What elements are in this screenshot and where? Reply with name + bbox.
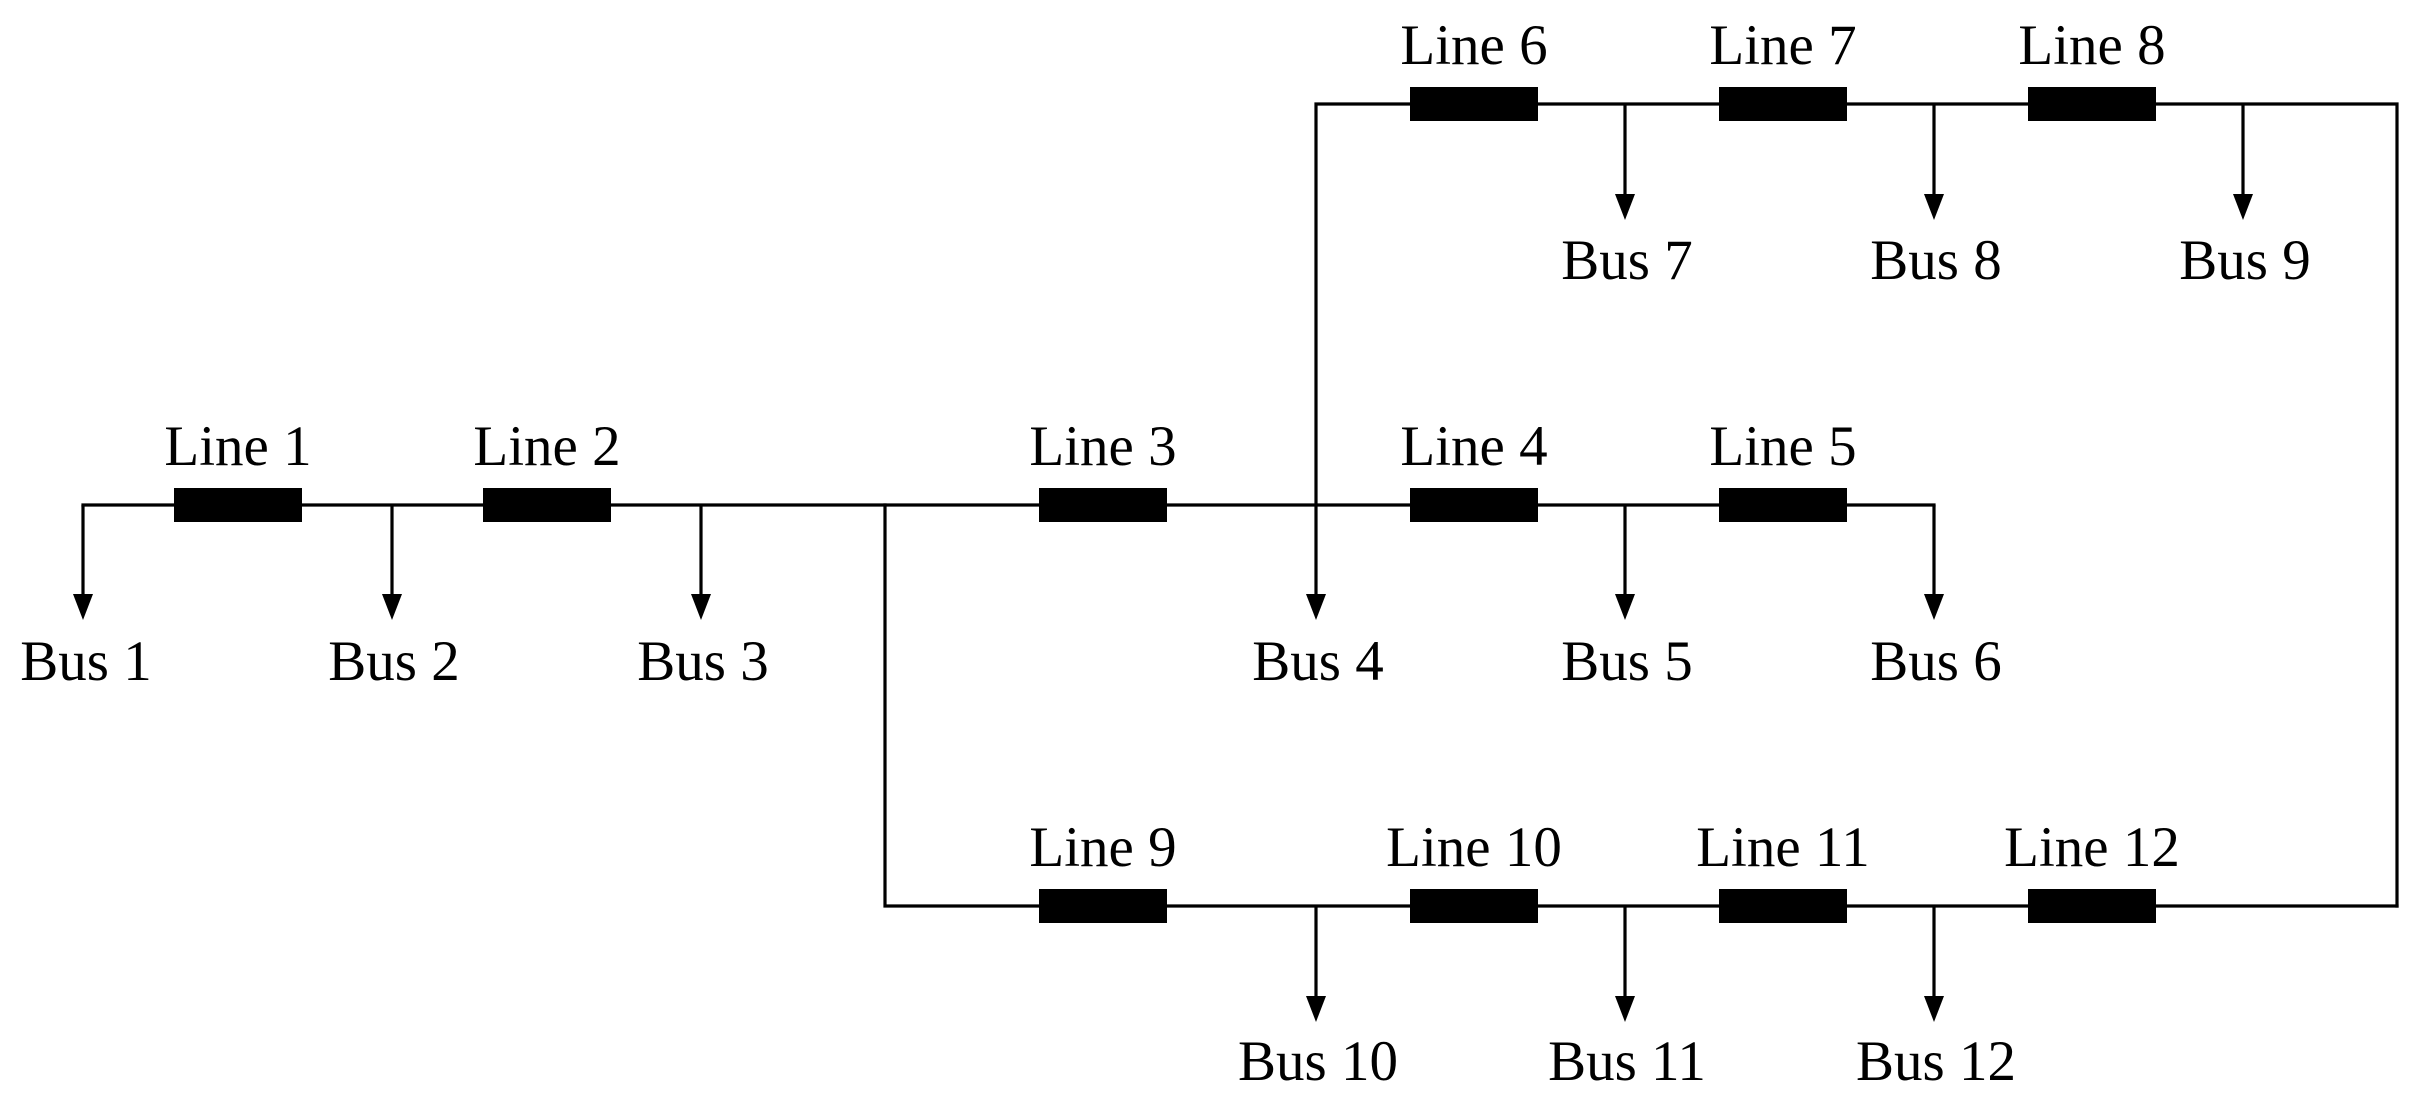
- bus-5-arrow-icon: [1615, 594, 1635, 620]
- line-6-box: [1410, 87, 1538, 121]
- bus-8-arrow-icon: [1924, 194, 1944, 220]
- bus-7-arrow-icon: [1615, 194, 1635, 220]
- bus-7-label: Bus 7: [1561, 229, 1692, 292]
- bus-1-label: Bus 1: [20, 630, 151, 693]
- line-2-label: Line 2: [473, 415, 620, 478]
- line-11-box: [1719, 889, 1847, 923]
- bus-12-label: Bus 12: [1856, 1030, 2016, 1093]
- network-wires: [81, 102, 2399, 908]
- line-9-box: [1039, 889, 1167, 923]
- line-2-box: [483, 488, 611, 522]
- line-8-label: Line 8: [2018, 14, 2165, 77]
- line-10-box: [1410, 889, 1538, 923]
- bus-4-label: Bus 4: [1252, 630, 1383, 693]
- line-labels: Line 1 Line 2 Line 3 Line 4 Line 5 Line …: [164, 14, 2179, 879]
- bus-9-arrow-icon: [2233, 194, 2253, 220]
- line-12-box: [2028, 889, 2156, 923]
- line-3-label: Line 3: [1029, 415, 1176, 478]
- bus-12-arrow-icon: [1924, 996, 1944, 1022]
- line-1-label: Line 1: [164, 415, 311, 478]
- bus-5-label: Bus 5: [1561, 630, 1692, 693]
- line-10-label: Line 10: [1386, 816, 1562, 879]
- line-8-box: [2028, 87, 2156, 121]
- bus-6-arrow-icon: [1924, 594, 1944, 620]
- bus-arrowheads: [73, 194, 2253, 1022]
- line-9-label: Line 9: [1029, 816, 1176, 879]
- bus-1-arrow-icon: [73, 594, 93, 620]
- bus-6-label: Bus 6: [1870, 630, 2001, 693]
- bus-11-arrow-icon: [1615, 996, 1635, 1022]
- upper-branch-wire: [1314, 102, 2399, 908]
- bus-10-arrow-icon: [1306, 996, 1326, 1022]
- bus-8-label: Bus 8: [1870, 229, 2001, 292]
- line-5-box: [1719, 488, 1847, 522]
- line-1-box: [174, 488, 302, 522]
- bus-2-label: Bus 2: [328, 630, 459, 693]
- line-boxes: [174, 87, 2156, 923]
- line-3-box: [1039, 488, 1167, 522]
- line-4-box: [1410, 488, 1538, 522]
- lower-branch-wire: [883, 503, 2399, 908]
- line-4-label: Line 4: [1400, 415, 1547, 478]
- line-5-label: Line 5: [1709, 415, 1856, 478]
- bus-drops: [81, 104, 2245, 1002]
- bus-11-label: Bus 11: [1548, 1030, 1706, 1093]
- line-12-label: Line 12: [2004, 816, 2180, 879]
- line-6-label: Line 6: [1400, 14, 1547, 77]
- bus-3-arrow-icon: [691, 594, 711, 620]
- line-11-label: Line 11: [1696, 816, 1870, 879]
- bus-3-label: Bus 3: [637, 630, 768, 693]
- bus-labels: Bus 1 Bus 2 Bus 3 Bus 4 Bus 5 Bus 6 Bus …: [20, 229, 2310, 1093]
- bus-4-arrow-icon: [1306, 594, 1326, 620]
- line-7-label: Line 7: [1709, 14, 1856, 77]
- bus-2-arrow-icon: [382, 594, 402, 620]
- bus-10-label: Bus 10: [1238, 1030, 1398, 1093]
- bus-9-label: Bus 9: [2179, 229, 2310, 292]
- line-7-box: [1719, 87, 1847, 121]
